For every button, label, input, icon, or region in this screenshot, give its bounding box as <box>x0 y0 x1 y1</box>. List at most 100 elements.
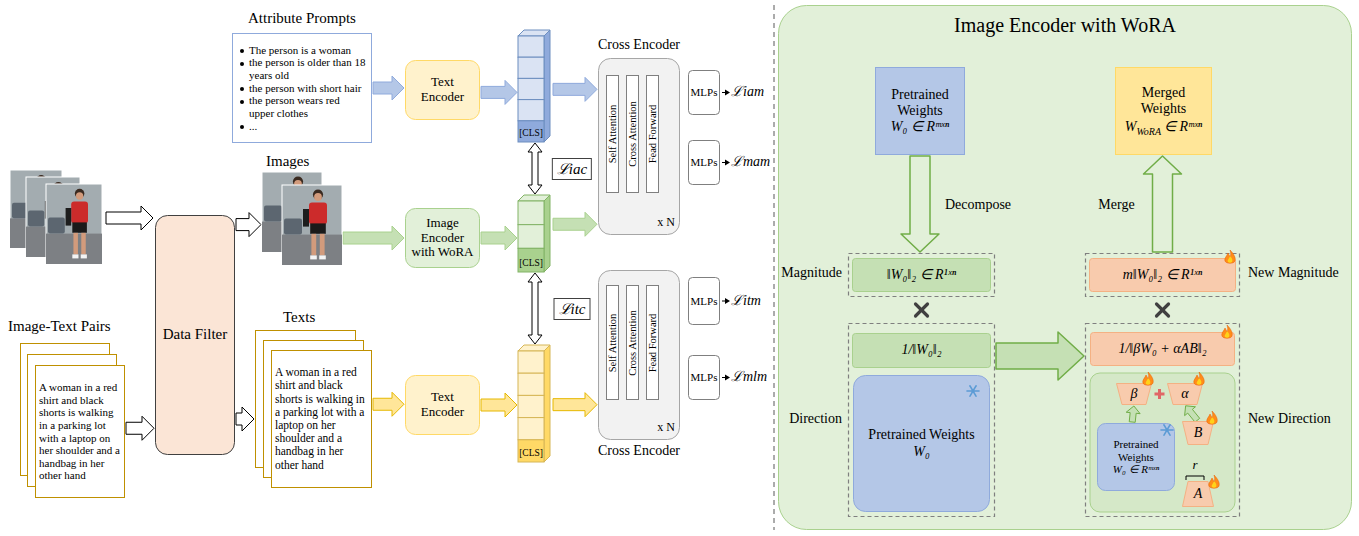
math-text: ∈ Rᵐˣⁿ <box>1164 119 1202 134</box>
layer-label: Fead Forward <box>646 105 658 164</box>
text-flow: A woman in a red shirt and black shorts … <box>39 381 121 482</box>
math-text: ‖W₀‖₂ ∈ R¹ˣⁿ <box>855 267 988 283</box>
person-shoe <box>81 254 87 258</box>
group-box: Direction1/‖W₀‖₂Pretrained WeightsW₀ <box>848 323 995 517</box>
node-text: Pretrained Weights <box>1100 438 1172 463</box>
token-stack-shape <box>518 345 552 462</box>
multiply-stroke <box>1157 304 1169 316</box>
caption-card: A woman in a red shirt and black shorts … <box>255 330 372 488</box>
text-flow: Merged WeightsWWoRA∈ Rᵐˣⁿ <box>1118 85 1209 138</box>
math-text: W₀ ∈ Rᵐˣⁿ <box>1100 463 1172 476</box>
bullet-item: the person wears red upper clothes <box>238 94 367 119</box>
encoder-layer-outline <box>607 286 619 400</box>
token-cell <box>518 248 544 272</box>
math-text: 1/‖W₀‖₂ <box>855 342 988 358</box>
token-side <box>544 345 550 462</box>
text-flow: ‖W₀‖₂ ∈ R¹ˣⁿ <box>855 267 988 283</box>
encoder-layer: Fead Forward <box>646 75 659 193</box>
fire-icon <box>1225 250 1235 263</box>
cross-encoder-box: Cross Encoderx NSelf AttentionCross Atte… <box>598 270 680 440</box>
token-cell <box>518 225 544 249</box>
text-line: WWoRA∈ Rᵐˣⁿ <box>1118 117 1209 138</box>
loss-arrow <box>722 298 730 304</box>
weight-box: Pretrained WeightsW₀ <box>853 375 990 512</box>
token-cell <box>518 373 544 395</box>
block-arrow <box>236 213 261 237</box>
photo-ground <box>46 234 102 264</box>
encoder-box: Image Encoder with WoRA <box>405 208 480 268</box>
math-text: W <box>1125 119 1137 134</box>
person-shirt <box>309 203 327 225</box>
text-flow: β <box>1118 386 1150 402</box>
encoder-layer: Cross Attention <box>626 75 639 193</box>
block-arrow <box>996 332 1084 380</box>
text-flow: B <box>1184 425 1212 441</box>
person-photo <box>46 184 102 264</box>
repeat-label: x N <box>657 216 675 230</box>
token-stack-shape <box>518 30 552 142</box>
multiply-symbol <box>1157 304 1169 316</box>
fire-inner <box>1197 378 1202 385</box>
person-leg <box>320 234 325 256</box>
math-text: W₀ <box>857 444 986 460</box>
snowflake-arm <box>970 386 976 396</box>
person-shoe <box>72 254 78 258</box>
encoder-layer-outline <box>607 76 619 193</box>
encoder-layer: Self Attention <box>606 285 619 400</box>
dashed-outline <box>849 324 995 517</box>
group-label: Direction <box>778 411 842 427</box>
block-arrow <box>528 273 542 344</box>
block-arrow <box>528 143 542 194</box>
edge-label: Decompose <box>945 196 1011 213</box>
layer-label: Cross Attention <box>626 101 638 167</box>
photo-car <box>48 218 65 234</box>
encoder-box-outline <box>406 376 480 435</box>
lora-matrix: B <box>1182 421 1214 445</box>
prompt-box: The person is a womanthe person is older… <box>232 33 372 143</box>
node-text: MLPs <box>689 156 719 169</box>
bullet-item: The person is a woman <box>238 44 367 57</box>
group-label: New Magnitude <box>1248 265 1339 281</box>
norm-box: 1/‖W₀‖₂ <box>852 333 991 368</box>
photo-bg <box>46 184 102 264</box>
wora-panel: Image Encoder with WoRA Pretrained Weight… <box>778 5 1352 530</box>
block-arrow <box>481 393 517 417</box>
photo-car <box>284 219 302 235</box>
weight-box: Pretrained WeightsW₀ ∈ Rᵐˣⁿ <box>875 67 965 155</box>
token-cell <box>518 78 544 99</box>
dashed-outline <box>849 254 995 297</box>
token-cell <box>518 100 544 121</box>
multiply-stroke <box>1157 304 1169 316</box>
encoder-box: Text Encoder <box>405 375 480 435</box>
mlp-box: MLPs <box>688 277 720 325</box>
loss-label: ℒmam <box>731 152 770 172</box>
magnitude-box: m‖W₀‖₂ ∈ R¹ˣⁿ <box>1089 258 1236 292</box>
person-shirt <box>71 202 88 224</box>
bullet-item: ... <box>238 120 367 133</box>
token-label: [CLS] <box>518 258 544 269</box>
group-caption: Image-Text Pairs <box>8 316 111 336</box>
rank-label: r <box>1192 457 1197 472</box>
encoder-box: Text Encoder <box>405 60 480 120</box>
node-text: A woman in a red shirt and black shorts … <box>275 366 368 472</box>
encoder-layer: Self Attention <box>606 75 619 193</box>
person-bag <box>66 208 72 226</box>
node-text: Pretrained Weights <box>879 87 961 119</box>
person-leg <box>73 233 77 255</box>
edge-label: Merge <box>1098 196 1134 213</box>
heading-label: Images <box>266 153 309 170</box>
text-flow: 1/‖βW₀ + αAB‖₂ <box>1093 341 1232 357</box>
encoder-layer: Fead Forward <box>646 285 659 400</box>
node-text: Text Encoder <box>408 390 477 420</box>
text-flow: MLPs <box>689 86 719 99</box>
token-cell <box>518 440 544 462</box>
token-cell <box>518 201 544 225</box>
trapezoid-outline <box>1168 384 1203 405</box>
panel-title: Image Encoder with WoRA <box>778 14 1352 37</box>
block-arrow <box>236 407 254 431</box>
layer-label: Fead Forward <box>646 313 658 372</box>
person-leg <box>311 234 316 256</box>
snowflake-icon <box>1161 425 1173 435</box>
cross-encoder-box-outline <box>599 271 680 440</box>
text-flow: The person is a womanthe person is older… <box>238 44 367 132</box>
